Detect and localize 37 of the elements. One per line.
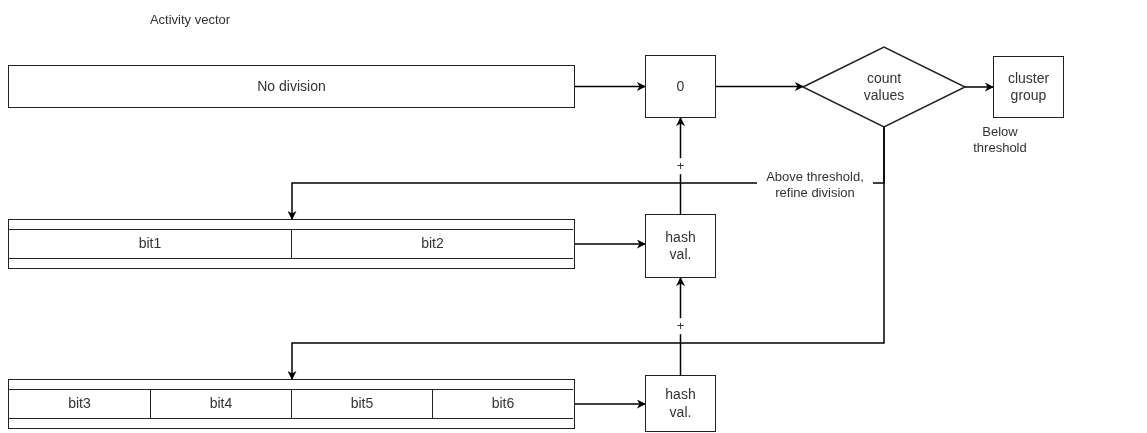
bit-field-bar bbox=[8, 219, 575, 269]
node-text: hash val. bbox=[664, 386, 697, 421]
bit-cell bbox=[9, 229, 291, 259]
arrow bbox=[574, 82, 646, 91]
process-box bbox=[645, 214, 716, 278]
heading-label: Activity vector bbox=[147, 12, 233, 28]
process-box bbox=[8, 65, 575, 108]
bit-cell bbox=[150, 389, 291, 419]
arrow bbox=[715, 82, 804, 91]
node-text: bit2 bbox=[421, 235, 444, 253]
bit-cell bbox=[291, 229, 573, 259]
arrow bbox=[574, 399, 646, 409]
node-text: bit5 bbox=[350, 395, 374, 413]
node-text: bit3 bbox=[68, 395, 91, 413]
process-box bbox=[993, 56, 1064, 118]
bit-cell bbox=[291, 389, 432, 419]
edge-label: + bbox=[674, 158, 687, 174]
edge-label: + bbox=[674, 318, 687, 334]
node-text: bit6 bbox=[491, 395, 515, 413]
arrow bbox=[964, 82, 994, 92]
bit-cell bbox=[9, 389, 150, 419]
node-text: bit4 bbox=[209, 395, 233, 413]
decision-diamond bbox=[803, 47, 965, 127]
arrow bbox=[676, 117, 685, 215]
process-box bbox=[645, 375, 716, 432]
arrow bbox=[287, 126, 885, 380]
node-text: 0 bbox=[676, 77, 685, 96]
arrow bbox=[574, 239, 646, 249]
node-text: bit1 bbox=[138, 235, 162, 253]
node-text: hash val. bbox=[664, 228, 697, 264]
node-text: cluster group bbox=[1006, 69, 1051, 105]
process-box bbox=[645, 55, 716, 118]
bit-cell bbox=[432, 389, 573, 419]
bit-field-bar bbox=[8, 379, 575, 429]
node-text: count values bbox=[862, 69, 906, 105]
arrow bbox=[676, 277, 685, 376]
node-text: No division bbox=[257, 77, 326, 96]
